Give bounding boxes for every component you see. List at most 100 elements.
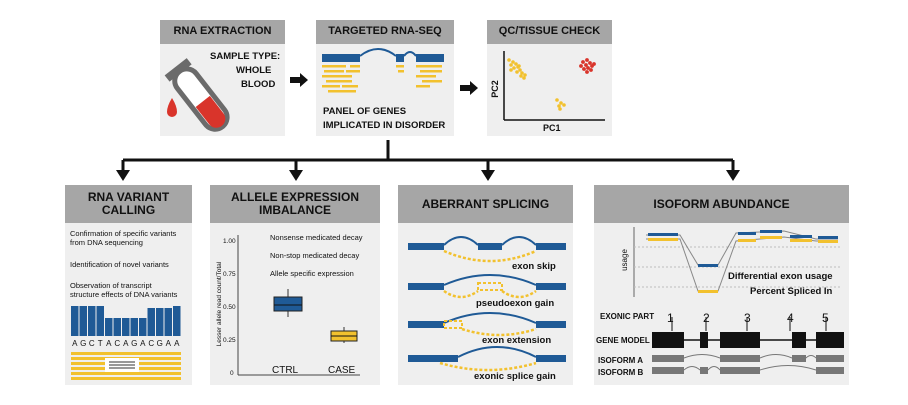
coverage-bar bbox=[130, 318, 138, 336]
coverage-bar bbox=[173, 306, 181, 336]
variant-bullet-3-line-2: structure effects of DNA variants bbox=[70, 290, 178, 300]
pseudoexon-gain-event bbox=[408, 274, 566, 299]
exon-usage-plot bbox=[633, 227, 842, 297]
y-tick-0: 0 bbox=[230, 370, 234, 377]
allele-imbalance-title-1: ALLELE EXPRESSION bbox=[230, 190, 360, 205]
y-tick-1: 0.25 bbox=[223, 337, 236, 344]
aberrant-splicing-title: ABERRANT SPLICING bbox=[398, 185, 573, 223]
splicing-events bbox=[408, 236, 566, 372]
pc2-axis-label: PC2 bbox=[489, 80, 500, 98]
ctrl-box bbox=[273, 289, 303, 317]
gene-model-diagram bbox=[652, 317, 844, 374]
variant-bullet-1-line-2: from DNA sequencing bbox=[70, 238, 143, 248]
imbalance-item-2: Non-stop medicated decay bbox=[270, 251, 360, 260]
isoform-abundance-panel: ISOFORM ABUNDANCE usage Differential exo… bbox=[594, 185, 849, 385]
event-pseudoexon-gain: pseudoexon gain bbox=[476, 298, 555, 309]
blood-drop-icon bbox=[167, 98, 177, 117]
qc-tissue-check-panel: QC/TISSUE CHECK PC1 PC2 bbox=[487, 20, 612, 136]
rna-variant-calling-title-1: RNA VARIANT bbox=[87, 190, 170, 205]
y-tick-2: 0.50 bbox=[223, 304, 236, 311]
reads-stack bbox=[71, 352, 181, 380]
nucleotide-label: G bbox=[80, 339, 86, 348]
nucleotide-label: A bbox=[106, 339, 112, 348]
variant-bullet-3: Observation of transcript structure effe… bbox=[70, 281, 177, 300]
nucleotide-label: G bbox=[157, 339, 163, 348]
workflow-connector bbox=[116, 140, 740, 181]
nucleotide-label: G bbox=[131, 339, 137, 348]
coverage-bar bbox=[122, 318, 130, 336]
rna-extraction-panel: RNA EXTRACTION SAMPLE TYPE: WHOLE BLOOD bbox=[160, 20, 285, 136]
variant-bullet-1: Confirmation of specific variants from D… bbox=[70, 229, 176, 248]
panel-of-genes-caption-1: PANEL OF GENES bbox=[323, 106, 407, 117]
allele-imbalance-title-2: IMBALANCE bbox=[259, 203, 331, 217]
coverage-bar bbox=[96, 306, 104, 336]
nucleotide-label: C bbox=[114, 339, 120, 348]
y-tick-3: 0.75 bbox=[223, 271, 236, 278]
right-arrow-icon bbox=[460, 81, 478, 95]
coverage-bar bbox=[88, 306, 96, 336]
targeted-seq-illustration bbox=[322, 48, 444, 93]
sample-type-value-1: WHOLE bbox=[236, 65, 272, 76]
exon-skip-event bbox=[408, 236, 566, 263]
coverage-bar bbox=[147, 308, 155, 336]
nucleotide-label: A bbox=[174, 339, 180, 348]
y-axis-label: Lesser allele read count/Total bbox=[215, 261, 223, 347]
exonic-part-label: EXONIC PART bbox=[600, 312, 655, 321]
nucleotide-label: C bbox=[148, 339, 154, 348]
variant-bullet-1-line-1: Confirmation of specific variants bbox=[70, 229, 177, 238]
sample-type-value-2: BLOOD bbox=[241, 79, 276, 90]
coverage-bar bbox=[71, 306, 79, 336]
qc-tissue-check-title: QC/TISSUE CHECK bbox=[487, 20, 612, 44]
group-ctrl-label: CTRL bbox=[272, 365, 299, 376]
aberrant-splicing-panel: ABERRANT SPLICING bbox=[398, 185, 573, 385]
coverage-bar bbox=[105, 318, 113, 336]
variant-bullet-3-line-1: Observation of transcript bbox=[70, 281, 152, 290]
nucleotide-label: C bbox=[89, 339, 95, 348]
y-tick-4: 1.00 bbox=[223, 238, 236, 245]
allele-expression-imbalance-panel: ALLELE EXPRESSION IMBALANCE Nonsense med… bbox=[210, 185, 380, 385]
coverage-bar bbox=[156, 308, 164, 336]
nucleotide-label: T bbox=[98, 339, 103, 348]
targeted-rna-seq-title: TARGETED RNA-SEQ bbox=[316, 20, 454, 44]
blood-tube-icon bbox=[164, 58, 230, 132]
event-exonic-splice-gain: exonic splice gain bbox=[474, 371, 556, 382]
exonic-splice-gain-event bbox=[408, 346, 566, 372]
differential-exon-usage-caption: Differential exon usage bbox=[728, 271, 833, 282]
allele-expression-imbalance-title: ALLELE EXPRESSION IMBALANCE bbox=[210, 185, 380, 223]
isoform-b-label: ISOFORM B bbox=[598, 368, 644, 377]
nucleotide-label: A bbox=[166, 339, 172, 348]
event-exon-skip: exon skip bbox=[512, 261, 556, 272]
right-arrow-icon bbox=[290, 73, 308, 87]
event-exon-extension: exon extension bbox=[482, 335, 552, 346]
imbalance-item-1: Nonsense medicated decay bbox=[270, 233, 363, 242]
targeted-rna-seq-panel: TARGETED RNA-SEQ PANEL OF GENES IMPLICAT… bbox=[316, 20, 454, 136]
coverage-bar bbox=[164, 308, 172, 336]
rna-extraction-title: RNA EXTRACTION bbox=[160, 20, 285, 44]
case-box bbox=[330, 327, 358, 343]
pca-plot bbox=[503, 51, 605, 121]
coverage-bar bbox=[113, 318, 121, 336]
sample-type-label: SAMPLE TYPE: bbox=[210, 51, 281, 62]
nucleotide-label: A bbox=[123, 339, 129, 348]
exon-number-5: 5 bbox=[822, 311, 829, 325]
exon-number-1: 1 bbox=[667, 311, 674, 325]
coverage-bar bbox=[79, 306, 87, 336]
nucleotide-label: A bbox=[140, 339, 146, 348]
percent-spliced-in-caption: Percent Spliced In bbox=[750, 286, 833, 297]
isoform-abundance-title: ISOFORM ABUNDANCE bbox=[594, 185, 849, 223]
isoform-a-label: ISOFORM A bbox=[598, 356, 644, 365]
rna-variant-calling-panel: RNA VARIANT CALLING Confirmation of spec… bbox=[65, 185, 192, 385]
panel-of-genes-caption-2: IMPLICATED IN DISORDER bbox=[323, 120, 446, 131]
gene-model-label: GENE MODEL bbox=[596, 336, 650, 345]
imbalance-item-3: Allele specific expression bbox=[270, 269, 354, 278]
pc1-axis-label: PC1 bbox=[543, 123, 561, 133]
coverage-bar bbox=[139, 318, 147, 336]
rna-variant-calling-title: RNA VARIANT CALLING bbox=[65, 185, 192, 223]
nucleotide-label: A bbox=[72, 339, 78, 348]
exon-extension-event bbox=[408, 312, 566, 337]
rna-variant-calling-title-2: CALLING bbox=[101, 203, 156, 217]
variant-bullet-2: Identification of novel variants bbox=[70, 260, 169, 269]
allele-boxplot bbox=[237, 235, 360, 376]
group-case-label: CASE bbox=[328, 365, 356, 376]
